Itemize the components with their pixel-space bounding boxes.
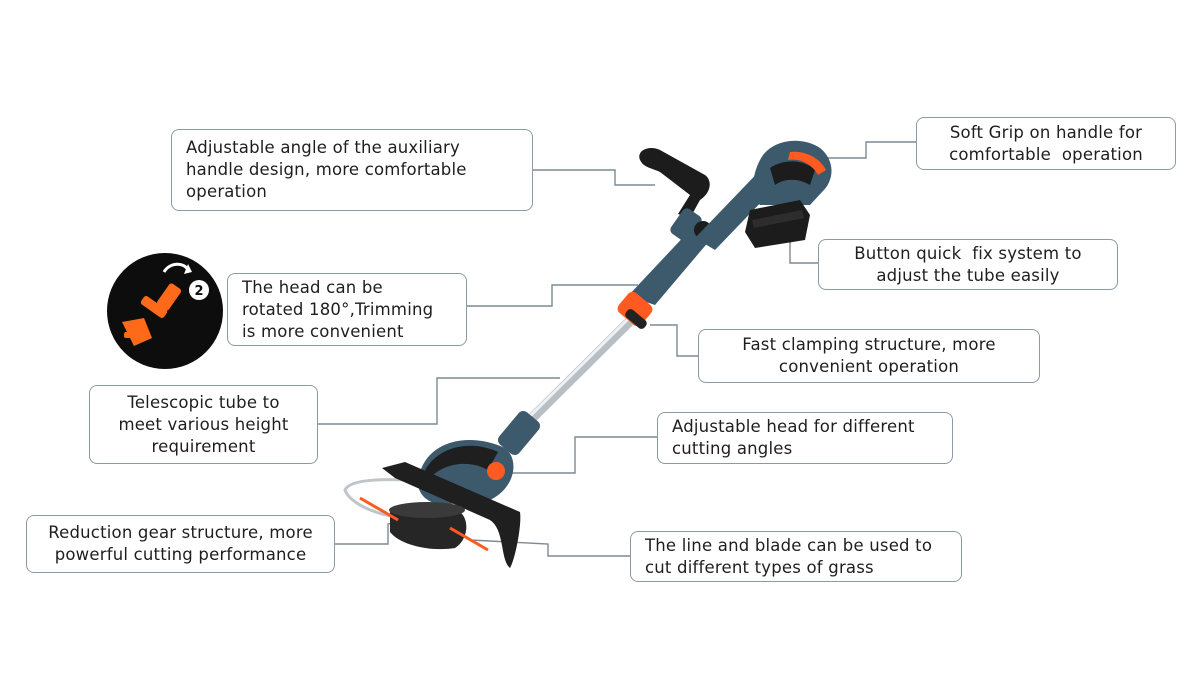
callout-text-line: is more convenient xyxy=(242,321,404,341)
callout-soft-grip: Soft Grip on handle for comfortable oper… xyxy=(916,117,1176,170)
callout-text-line: rotated 180°,Trimming xyxy=(242,299,434,319)
connector-soft-grip xyxy=(820,141,916,159)
callout-text-line: Button quick fix system to xyxy=(854,243,1082,263)
callout-text-line: operation xyxy=(186,182,268,201)
callout-text-line: convenient operation xyxy=(778,357,960,376)
callout-text-line: The head can be xyxy=(242,277,383,297)
step-number: 2 xyxy=(194,284,203,299)
callout-text-line: powerful cutting performance xyxy=(54,545,307,564)
auxiliary-handle xyxy=(639,148,710,218)
telescopic-tube xyxy=(520,315,636,430)
callout-text-line: Telescopic tube to xyxy=(127,392,280,412)
blade-guard xyxy=(382,462,521,568)
callout-text-line: adjust the tube easily xyxy=(876,265,1060,285)
callout-line-blade: The line and blade can be used to cut di… xyxy=(630,531,962,582)
callout-adjustable-head: Adjustable head for different cutting an… xyxy=(657,412,953,464)
callout-text-line: Reduction gear structure, more xyxy=(48,523,313,542)
callout-text-line: comfortable operation xyxy=(949,144,1143,164)
callout-button-fix: Button quick fix system to adjust the tu… xyxy=(818,239,1118,290)
clamp-collar xyxy=(617,291,653,327)
callout-telescopic-tube: Telescopic tube to meet various height r… xyxy=(89,385,318,464)
callout-text-line: Adjustable head for different xyxy=(672,417,915,436)
head-rotation-icon: 2 xyxy=(107,253,223,369)
callout-fast-clamping: Fast clamping structure, more convenient… xyxy=(698,329,1040,383)
callout-text-line: cutting angles xyxy=(672,439,793,458)
main-body xyxy=(628,230,710,305)
callout-text-line: requirement xyxy=(151,436,256,456)
soft-grip xyxy=(788,151,826,175)
lower-joint xyxy=(497,411,541,455)
connector-fast-clamping xyxy=(650,324,698,357)
callout-text-line: Fast clamping structure, more xyxy=(742,335,996,354)
connector-auxiliary-handle xyxy=(532,169,655,186)
cutting-line-left xyxy=(359,496,399,522)
callout-text-line: Adjustable angle of the auxiliary xyxy=(186,138,460,157)
callout-text-line: Soft Grip on handle for xyxy=(949,122,1143,142)
head-adjust-knob xyxy=(487,462,505,480)
connector-rotating-head xyxy=(467,284,638,307)
callout-text-line: meet various height xyxy=(118,414,289,434)
step-number-badge xyxy=(189,280,209,300)
callout-reduction-gear: Reduction gear structure, more powerful … xyxy=(26,515,335,573)
callout-rotating-head: The head can be rotated 180°,Trimming is… xyxy=(227,273,467,346)
connector-adjustable-head xyxy=(502,436,657,474)
connector-telescopic-tube xyxy=(318,377,560,425)
callout-text-line: handle design, more comfortable xyxy=(186,160,467,179)
callout-text-line: cut different types of grass xyxy=(645,557,874,577)
spool-head xyxy=(390,508,467,550)
callout-text-line: The line and blade can be used to xyxy=(645,535,933,555)
callout-auxiliary-handle: Adjustable angle of the auxiliary handle… xyxy=(171,129,533,211)
cutting-line-right xyxy=(449,526,489,552)
